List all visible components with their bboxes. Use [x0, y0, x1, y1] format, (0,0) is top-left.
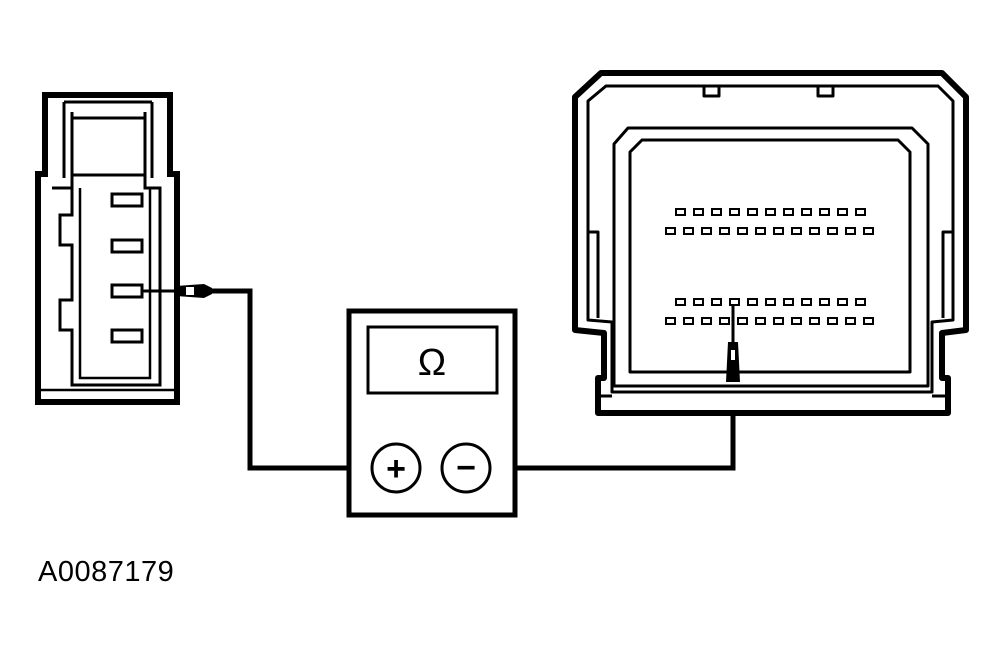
right-connector-frame — [586, 84, 955, 394]
left-connector-cavity — [52, 173, 162, 387]
left-test-probe — [142, 284, 212, 298]
pin-row-4 — [665, 317, 874, 325]
pin-row-3 — [675, 298, 866, 306]
right-connector-side-latches — [588, 230, 953, 318]
pin-row-2 — [665, 227, 874, 235]
left-connector-inner-wall — [78, 188, 152, 380]
figure-reference-id: A0087179 — [38, 556, 175, 588]
left-connector-latch — [62, 100, 154, 178]
left-connector-body — [35, 92, 180, 405]
ohmmeter-display — [366, 325, 499, 395]
pin-row-1 — [675, 208, 866, 216]
ohmmeter: Ω + − — [346, 308, 518, 518]
right-connector-pin-field — [628, 138, 912, 374]
left-connector-pin-4 — [110, 328, 144, 344]
right-test-probe — [726, 304, 740, 382]
plus-icon: + — [386, 450, 406, 488]
positive-terminal — [370, 442, 422, 494]
left-connector-pin-1 — [110, 192, 144, 208]
left-connector — [35, 92, 180, 405]
left-connector-pin-2 — [110, 238, 144, 254]
right-connector-outer-housing — [572, 70, 969, 416]
minus-icon: − — [456, 449, 476, 487]
negative-terminal — [440, 442, 492, 494]
positive-test-lead — [212, 288, 372, 471]
right-connector-inner-face — [612, 126, 930, 388]
right-connector-pin-rows — [665, 208, 874, 325]
right-connector-key-notches — [702, 86, 835, 98]
right-connector — [572, 70, 969, 416]
ohm-symbol: Ω — [418, 342, 446, 384]
